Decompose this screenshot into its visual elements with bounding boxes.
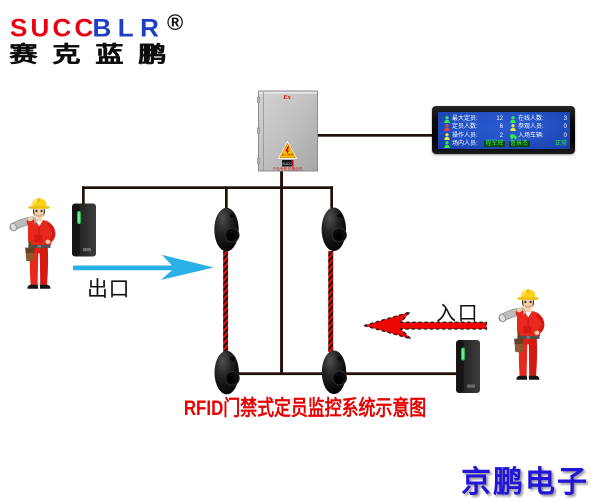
svg-text:SUCC: SUCC bbox=[282, 162, 292, 166]
svg-text:Ex: Ex bbox=[282, 94, 291, 101]
svg-text:当心触电: 当心触电 bbox=[282, 153, 293, 157]
svg-text:产品专利 仿冒必究: 产品专利 仿冒必究 bbox=[273, 166, 303, 171]
